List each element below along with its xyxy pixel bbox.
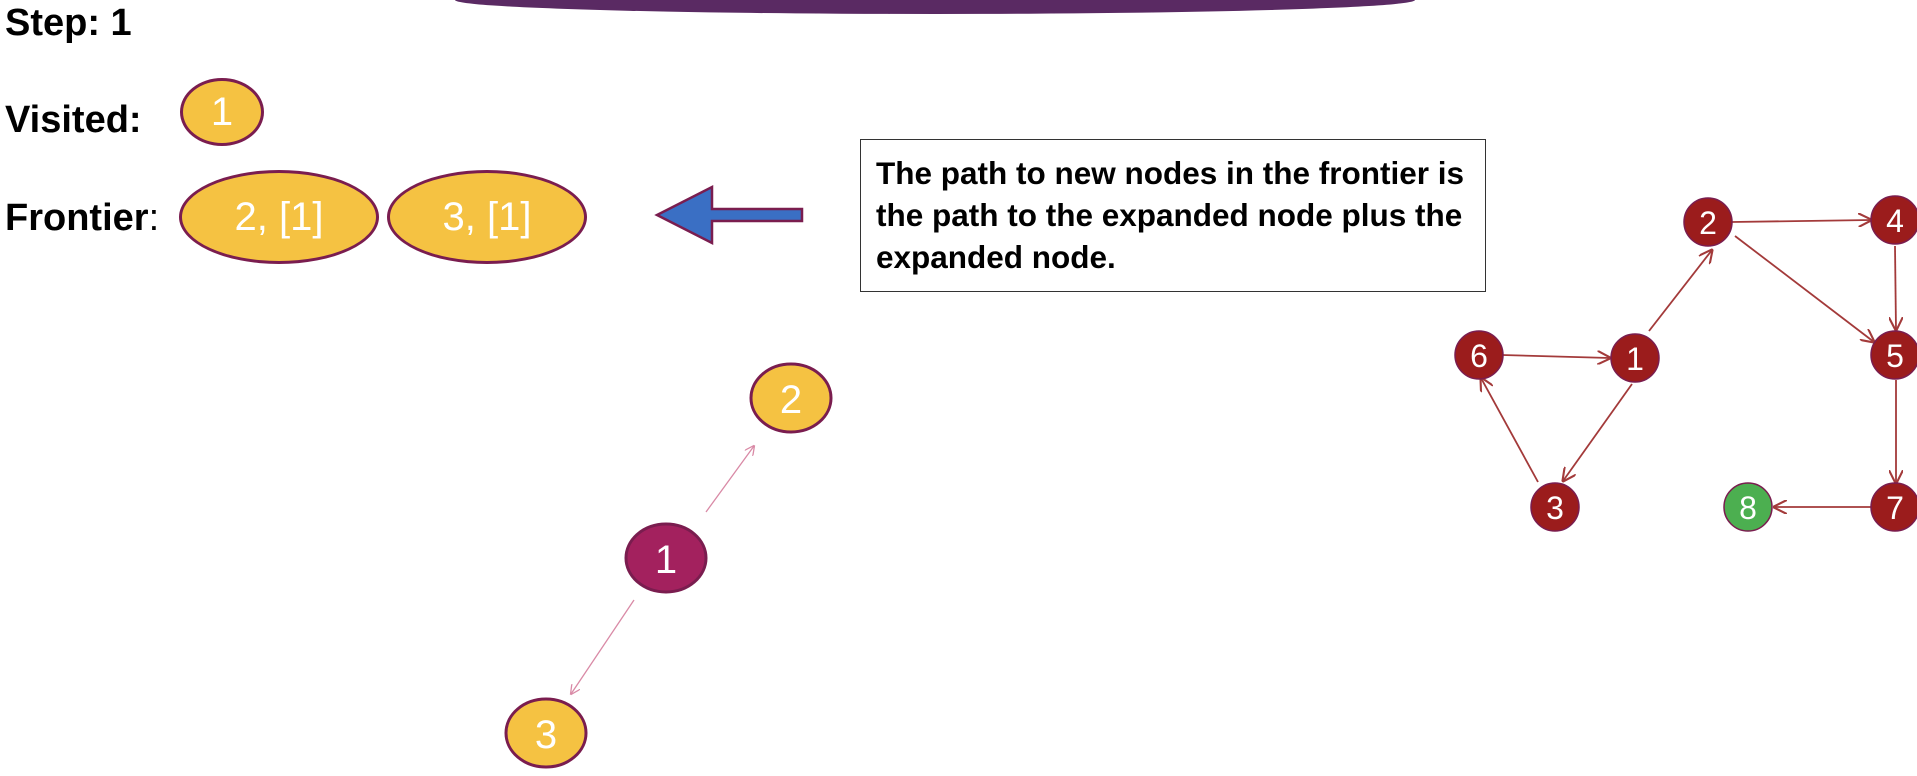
- graph-node-6-label: 6: [1470, 338, 1488, 374]
- frontier-label-text: Frontier: [5, 197, 149, 239]
- tree-node-3-label: 3: [535, 713, 557, 757]
- visited-node-1: 1: [180, 78, 264, 146]
- graph-node-2: 2: [1683, 197, 1733, 247]
- graph-edge-1-3: [1563, 383, 1633, 481]
- graph-node-8-label: 8: [1739, 490, 1757, 526]
- graph-edge-3-6: [1481, 378, 1539, 483]
- frontier-label-colon: :: [148, 197, 160, 239]
- visited-label: Visited:: [5, 99, 142, 141]
- graph-node-4-label: 4: [1886, 203, 1904, 239]
- tree-node-1-label: 1: [655, 538, 677, 582]
- step-label: Step: 1: [5, 2, 132, 44]
- tree-edge-1-3: [571, 599, 635, 694]
- graph-edge-1-2: [1648, 250, 1712, 332]
- tree-node-2-label: 2: [780, 378, 802, 422]
- frontier-item-2: 2, [1]: [179, 170, 379, 264]
- callout-box: The path to new nodes in the frontier is…: [860, 139, 1486, 292]
- graph-edge-6-1: [1501, 355, 1610, 358]
- graph-node-4: 4: [1870, 195, 1917, 245]
- graph-edge-2-5: [1734, 235, 1874, 342]
- graph-node-7-label: 7: [1886, 490, 1904, 526]
- graph-edge-4-5: [1895, 245, 1896, 330]
- graph-node-6: 6: [1454, 330, 1504, 380]
- graph-node-8: 8: [1723, 482, 1773, 532]
- graph-node-2-label: 2: [1699, 205, 1717, 241]
- graph-edge-2-4: [1731, 220, 1871, 222]
- frontier-label: Frontier:: [5, 197, 159, 240]
- tree-node-3: 3: [504, 697, 588, 769]
- graph-node-3-label: 3: [1546, 490, 1564, 526]
- title-banner-bar: [455, 0, 1415, 14]
- tree-edge-1-2: [705, 446, 754, 513]
- graph-node-3: 3: [1530, 482, 1580, 532]
- frontier-item-3: 3, [1]: [387, 170, 587, 264]
- graph-node-5: 5: [1870, 330, 1917, 380]
- pointer-arrow: [654, 184, 804, 246]
- graph-node-1: 1: [1610, 333, 1660, 383]
- tree-node-1: 1: [624, 522, 708, 594]
- tree-node-2: 2: [749, 362, 833, 434]
- graph-node-5-label: 5: [1886, 338, 1904, 374]
- graph-node-1-label: 1: [1626, 341, 1644, 377]
- graph-node-7: 7: [1870, 482, 1917, 532]
